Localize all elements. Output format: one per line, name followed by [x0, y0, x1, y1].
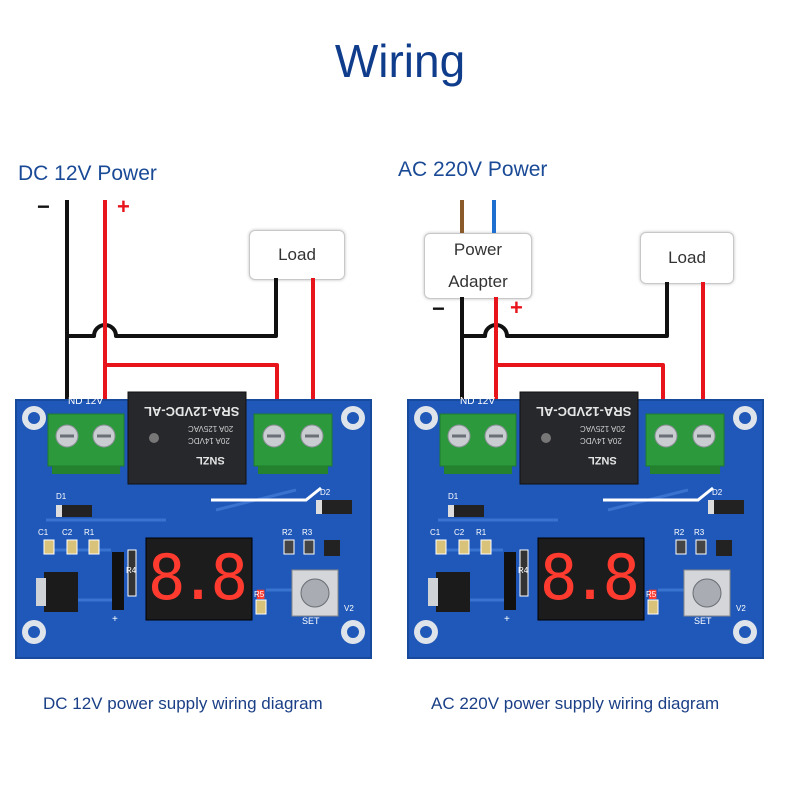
- dc-plus-sign: +: [117, 194, 130, 219]
- dc-relay-brand: SNZL: [196, 454, 225, 466]
- page-title: Wiring: [334, 35, 466, 87]
- dc-seven-seg-display: 8.8.: [148, 541, 279, 614]
- ac-caption: AC 220V power supply wiring diagram: [431, 694, 720, 713]
- ac-plus-sign: +: [510, 295, 523, 320]
- ac-relay-spec2: 20A 14VDC: [580, 436, 622, 445]
- dc-relay-spec2: 20A 14VDC: [188, 436, 230, 445]
- power-adapter-box: Power Adapter: [424, 233, 532, 299]
- ac-label-r1: R1: [476, 528, 487, 537]
- dc-label-r5: R5: [254, 590, 265, 599]
- dc-label-plus: +: [112, 614, 118, 625]
- ac-minus-sign: −: [432, 296, 445, 321]
- ac-board-labels: ND 12V SRA-12VDC-AL 20A 125VAC 20A 14VDC…: [408, 396, 763, 658]
- dc-load-label: Load: [278, 245, 316, 264]
- ac-load-box: Load: [640, 232, 734, 284]
- dc-set-label: SET: [302, 616, 320, 626]
- ac-label-r2: R2: [674, 528, 685, 537]
- ac-relay-spec1: 20A 125VAC: [580, 424, 626, 433]
- dc-label-c1: C1: [38, 528, 49, 537]
- ac-label-d1: D1: [448, 492, 459, 501]
- dc-label-r2: R2: [282, 528, 293, 537]
- dc-board-labels: ND 12V SRA-12VDC-AL 20A 125VAC 20A 14VDC…: [16, 396, 371, 658]
- dc-label-v2: V2: [344, 604, 354, 613]
- dc-minus-sign: −: [37, 194, 50, 219]
- dc-label-r4: R4: [126, 566, 137, 575]
- ac-power-title: AC 220V Power: [398, 158, 548, 181]
- ac-load-label: Load: [668, 248, 706, 267]
- dc-label-c2: C2: [62, 528, 73, 537]
- dc-label-d2: D2: [320, 488, 331, 497]
- dc-load-box: Load: [249, 230, 345, 280]
- dc-relay-model: SRA-12VDC-AL: [144, 404, 240, 419]
- ac-terminal-label: ND 12V: [460, 396, 496, 407]
- dc-label-r3: R3: [302, 528, 313, 537]
- dc-label-r1: R1: [84, 528, 95, 537]
- ac-set-label: SET: [694, 616, 712, 626]
- ac-label-c1: C1: [430, 528, 441, 537]
- dc-relay-spec1: 20A 125VAC: [188, 424, 234, 433]
- ac-relay-brand: SNZL: [588, 454, 617, 466]
- adapter-line2: Adapter: [448, 272, 508, 291]
- ac-label-v2: V2: [736, 604, 746, 613]
- ac-relay-model: SRA-12VDC-AL: [536, 404, 632, 419]
- ac-label-r4: R4: [518, 566, 529, 575]
- dc-label-d1: D1: [56, 492, 67, 501]
- ac-label-r3: R3: [694, 528, 705, 537]
- dc-wires: [65, 200, 315, 420]
- ac-seven-seg-display: 8.8.: [540, 541, 671, 614]
- dc-caption: DC 12V power supply wiring diagram: [43, 694, 323, 713]
- adapter-line1: Power: [453, 240, 503, 259]
- dc-terminal-label: ND 12V: [68, 396, 104, 407]
- dc-power-title: DC 12V Power: [18, 162, 157, 185]
- ac-label-c2: C2: [454, 528, 465, 537]
- ac-label-plus: +: [504, 614, 510, 625]
- ac-label-d2: D2: [712, 488, 723, 497]
- ac-label-r5: R5: [646, 590, 657, 599]
